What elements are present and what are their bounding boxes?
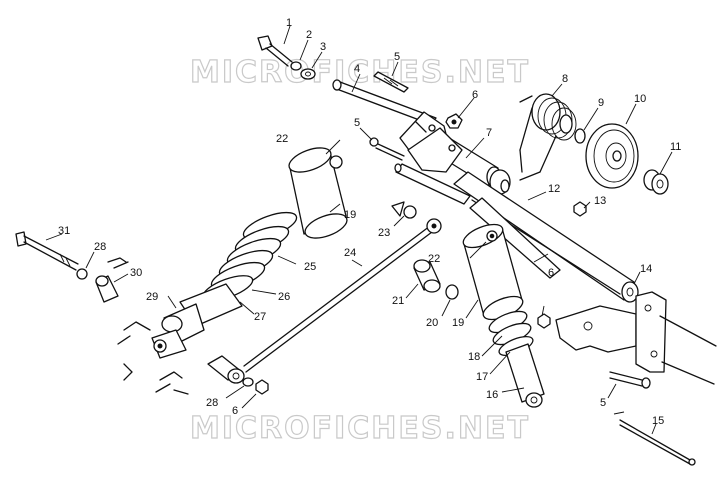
callout-12: 12: [548, 183, 560, 195]
torsion-spring: [519, 93, 577, 181]
leader-lines: [45, 25, 673, 435]
washer-23: [391, 201, 417, 219]
callout-16: 16: [486, 389, 498, 401]
callout-19-right: 19: [452, 317, 464, 329]
idler-wheel: [585, 123, 639, 189]
callout-4: 4: [354, 63, 360, 75]
callout-23: 23: [378, 227, 390, 239]
callout-18: 18: [468, 351, 480, 363]
mounting-bracket-left: [107, 257, 189, 395]
callout-28-left: 28: [94, 241, 106, 253]
bolt-31: [15, 231, 79, 271]
callout-20: 20: [426, 317, 438, 329]
callout-22-right: 22: [428, 253, 440, 265]
rod-15: [613, 411, 696, 466]
callout-13: 13: [594, 195, 606, 207]
pivot-shaft: [332, 71, 437, 125]
washer-28-left: [76, 268, 88, 280]
callout-24: 24: [344, 247, 356, 259]
bolt-assembly-top: [257, 35, 316, 80]
callout-5-lower: 5: [600, 397, 606, 409]
washer-28-lower: [242, 377, 254, 387]
callout-6-top: 6: [472, 89, 478, 101]
shock-absorber-left: [151, 147, 348, 359]
callout-21: 21: [392, 295, 404, 307]
callout-6-lower: 6: [232, 405, 238, 417]
callout-28-lower: 28: [206, 397, 218, 409]
callout-27: 27: [254, 311, 266, 323]
callout-25: 25: [304, 261, 316, 273]
callout-17: 17: [476, 371, 488, 383]
washer-20: [445, 284, 459, 300]
callout-8: 8: [562, 73, 568, 85]
watermark-bottom: MICROFICHES.NET: [190, 411, 530, 446]
callout-2: 2: [306, 29, 312, 41]
callout-11: 11: [670, 141, 681, 153]
tie-rod: [207, 218, 442, 384]
callout-6-right: 6: [548, 267, 554, 279]
nut-6-lower: [255, 379, 269, 395]
callout-22-left: 22: [276, 133, 288, 145]
callout-9: 9: [598, 97, 604, 109]
swing-arm: [394, 111, 639, 303]
bushing-30: [95, 275, 119, 303]
callout-30: 30: [130, 267, 142, 279]
callout-5-middle: 5: [354, 117, 360, 129]
callout-7: 7: [486, 127, 492, 139]
callout-1: 1: [286, 17, 292, 29]
callout-15: 15: [652, 415, 664, 427]
bushing-21: [413, 259, 441, 293]
bolt-lower: [609, 371, 651, 389]
mounting-plate-right: [555, 291, 717, 385]
callout-5-top: 5: [394, 51, 400, 63]
nut-6-right: [537, 313, 551, 329]
watermark-top: MICROFICHES.NET: [190, 55, 530, 90]
washer-9: [574, 128, 586, 144]
callout-26: 26: [278, 291, 290, 303]
nut-13: [573, 201, 587, 217]
callout-14: 14: [640, 263, 652, 275]
bushing-11: [643, 169, 669, 195]
callout-29: 29: [146, 291, 158, 303]
callout-31: 31: [58, 225, 70, 237]
bolt-middle: [369, 137, 405, 161]
callout-19-left: 19: [344, 209, 356, 221]
callout-labels: 1 2 3 4 5 6 5 7 8 9 10 11 12 13 14 15 16…: [58, 17, 681, 427]
callout-3: 3: [320, 41, 326, 53]
callout-10: 10: [634, 93, 646, 105]
